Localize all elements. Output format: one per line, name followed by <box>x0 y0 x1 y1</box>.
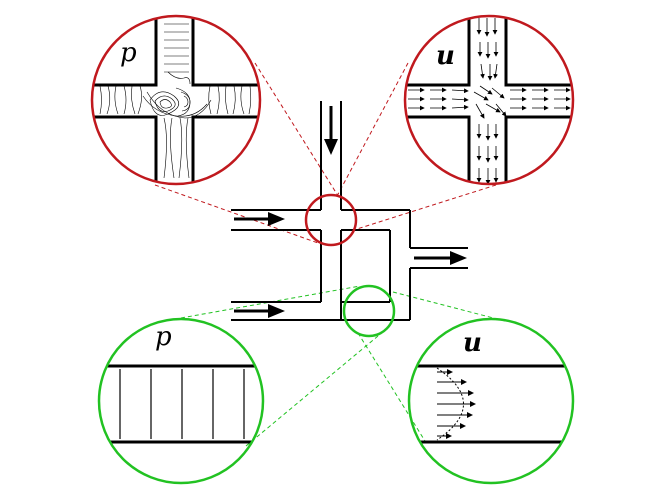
green-connector-bottom-right-lower <box>357 332 426 442</box>
velocity-label-channel: u <box>463 328 482 358</box>
green-connector-bottom-left-lower <box>245 335 379 447</box>
green-connector-bottom-right-upper <box>392 291 506 322</box>
red-connector-top-right-upper <box>335 62 409 199</box>
arrow-down-icon <box>324 106 338 155</box>
red-connector-top-right-lower <box>356 184 497 230</box>
arrow-right-icon <box>234 212 285 226</box>
red-connector-top-left-lower <box>154 184 319 244</box>
channel-pressure-zoom: p <box>97 317 265 485</box>
flow-arrows <box>234 106 467 318</box>
junction-pressure-zoom: p <box>90 14 262 186</box>
zoom-connector-lines <box>154 62 506 447</box>
junction-highlight-ring <box>304 193 358 247</box>
arrow-right-icon <box>414 251 467 265</box>
pressure-label-junction: p <box>120 38 137 68</box>
red-connector-top-left-upper <box>254 62 341 200</box>
channel-highlight-ring <box>342 284 396 338</box>
channel-velocity-zoom: u <box>407 317 575 485</box>
channel-network <box>231 101 468 321</box>
junction-velocity-zoom: u <box>403 14 575 186</box>
velocity-label-junction: u <box>436 41 455 71</box>
arrow-right-icon <box>234 304 285 318</box>
pressure-label-channel: p <box>155 322 172 352</box>
green-connector-bottom-left-upper <box>180 285 361 319</box>
